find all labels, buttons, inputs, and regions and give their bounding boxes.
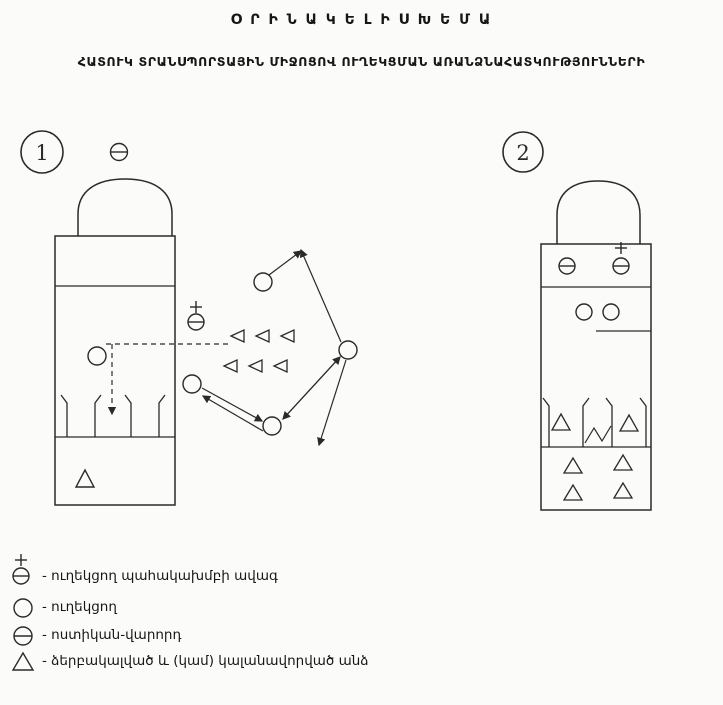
movement-arrows	[201, 248, 347, 447]
escort-icon	[182, 374, 202, 394]
detainee-column	[222, 328, 295, 374]
boarding-route-dashed	[106, 343, 232, 416]
diagram-2-number: 2	[516, 141, 529, 165]
escort-icon	[338, 340, 358, 360]
police-driver-icon	[558, 257, 576, 275]
legend-item-police-driver: - ոստիկան-վարորդ	[42, 627, 182, 643]
vehicle-1-outline	[54, 178, 176, 506]
escort-icon	[87, 346, 107, 366]
diagram-2: 2	[502, 131, 652, 511]
police-driver-icon	[13, 626, 33, 646]
detainee-rows	[562, 453, 634, 501]
diagram-2-number-badge: 2	[502, 131, 544, 173]
escort-icon	[575, 303, 593, 321]
legend-item-senior-escort: - ուղեկցող պահակախմբի ավագ	[42, 568, 278, 584]
police-driver-icon	[109, 142, 129, 162]
diagram-1-number-badge: 1	[20, 130, 64, 174]
page-subtitle: ՀԱՏՈՒԿ ՏՐԱՆՍՊՈՐՏԱՅԻՆ ՄԻՋՈՑՈՎ ՈՒՂԵԿՑՄԱՆ Ա…	[77, 54, 646, 69]
legend-symbols	[11, 554, 35, 671]
senior-escort-icon	[612, 242, 630, 275]
escort-icon	[262, 416, 282, 436]
legend-item-detainee: - ձերբակալված և (կամ) կալանավորված անձ	[42, 653, 369, 669]
detainee-icon	[11, 651, 35, 671]
legend-item-escort: - ուղեկցող	[42, 599, 117, 615]
detainee-icon	[550, 412, 572, 431]
vehicle-2-outline	[540, 180, 652, 511]
diagram-1: 1	[20, 130, 358, 506]
detainee-icon	[74, 468, 96, 488]
detainee-icon	[618, 413, 640, 432]
escort-icon	[253, 272, 273, 292]
escort-icon	[602, 303, 620, 321]
diagram-1-number: 1	[35, 141, 48, 165]
senior-escort-icon	[12, 554, 30, 585]
senior-escort-icon	[187, 301, 205, 331]
escort-icon	[13, 598, 33, 618]
page-title: Օ Ր Ի Ն Ա Կ Ե Լ Ի Ս Խ Ե Մ Ա	[230, 12, 493, 28]
